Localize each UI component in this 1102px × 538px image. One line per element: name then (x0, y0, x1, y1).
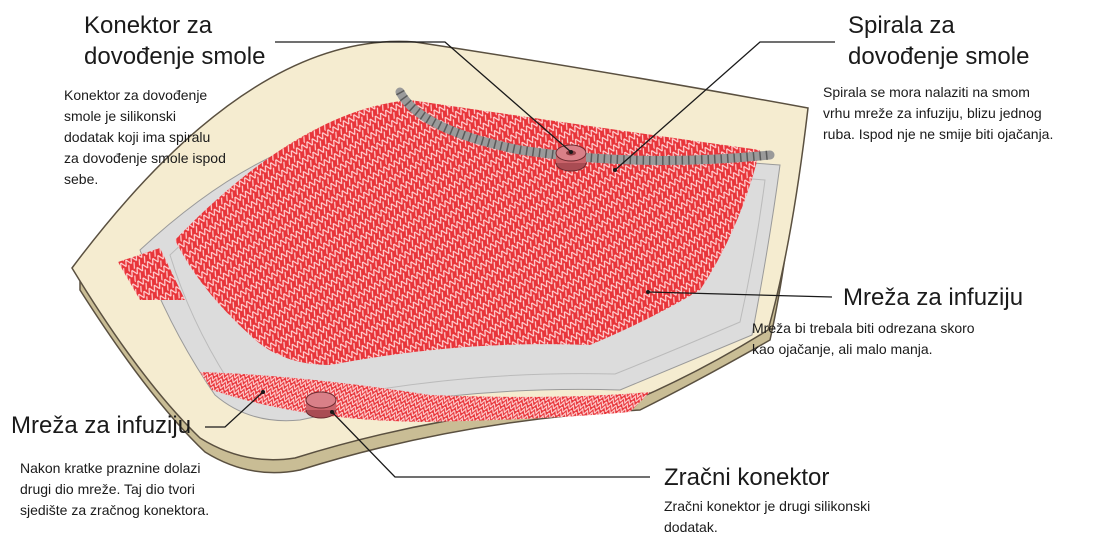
mesh-main-title: Mreža za infuziju (843, 282, 1023, 313)
mesh-strip-text: Nakon kratke praznine dolazi drugi dio m… (20, 458, 209, 521)
resin-spiral-text: Spirala se mora nalaziti na smom vrhu mr… (823, 82, 1053, 145)
resin-connector-title: Konektor za dovođenje smole (84, 10, 265, 72)
mesh-strip-title: Mreža za infuziju (11, 410, 191, 441)
resin-connector-text: Konektor za dovođenje smole je silikonsk… (64, 85, 226, 190)
air-connector-text: Zračni konektor je drugi silikonski doda… (664, 496, 870, 538)
air-connector-title: Zračni konektor (664, 462, 829, 493)
resin-connector-icon (556, 145, 586, 171)
mesh-main-text: Mreža bi trebala biti odrezana skoro kao… (752, 318, 975, 360)
air-connector-icon (306, 392, 336, 418)
resin-spiral-title: Spirala za dovođenje smole (848, 10, 1029, 72)
